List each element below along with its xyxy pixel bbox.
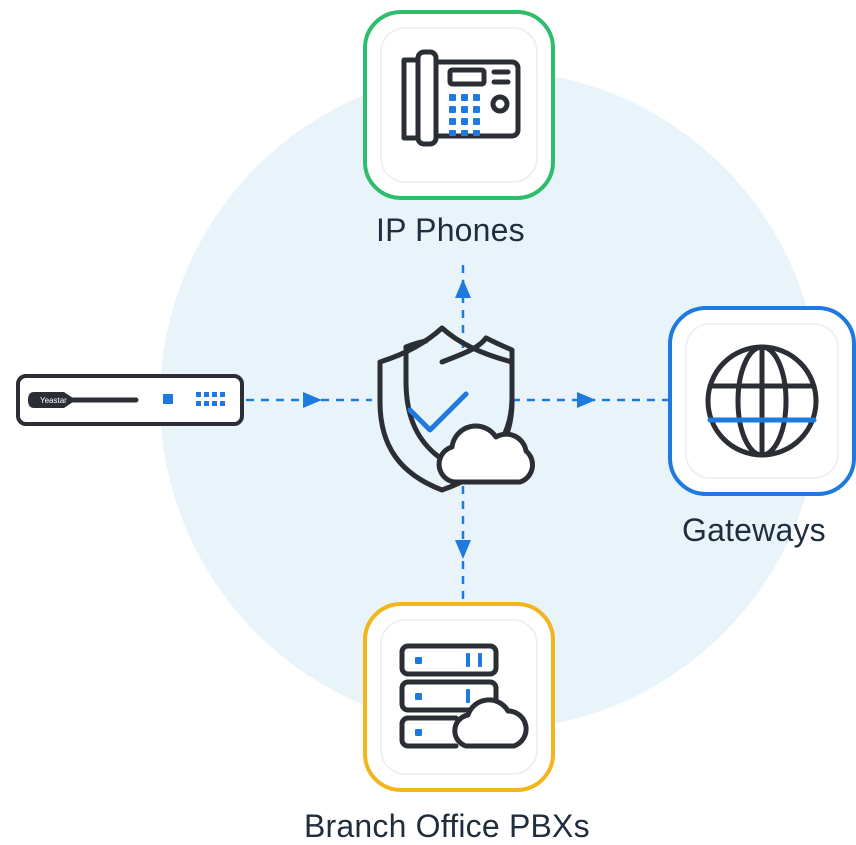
arrow-to-gateways <box>577 392 596 408</box>
ip-phones-label: IP Phones <box>376 212 525 248</box>
branch-pbx-card <box>363 602 555 792</box>
server-cloud-icon <box>399 643 529 749</box>
gateways-label: Gateways <box>682 512 826 548</box>
gateways-card <box>668 306 856 496</box>
arrow-to-phones <box>455 279 471 298</box>
shield-check-cloud-icon <box>377 325 535 493</box>
network-appliance-icon: Yeastar <box>16 374 244 426</box>
desk-phone-icon <box>401 49 521 147</box>
background-circle <box>160 70 820 730</box>
appliance-brand-text: Yeastar <box>40 396 67 405</box>
ip-phones-card <box>363 10 555 200</box>
arrow-to-central <box>303 392 322 408</box>
server-leds <box>415 653 482 736</box>
arrow-to-pbx <box>455 540 471 559</box>
branch-pbx-label: Branch Office PBXs <box>304 808 590 844</box>
keypad-dots <box>449 94 480 136</box>
globe-icon <box>705 344 819 458</box>
